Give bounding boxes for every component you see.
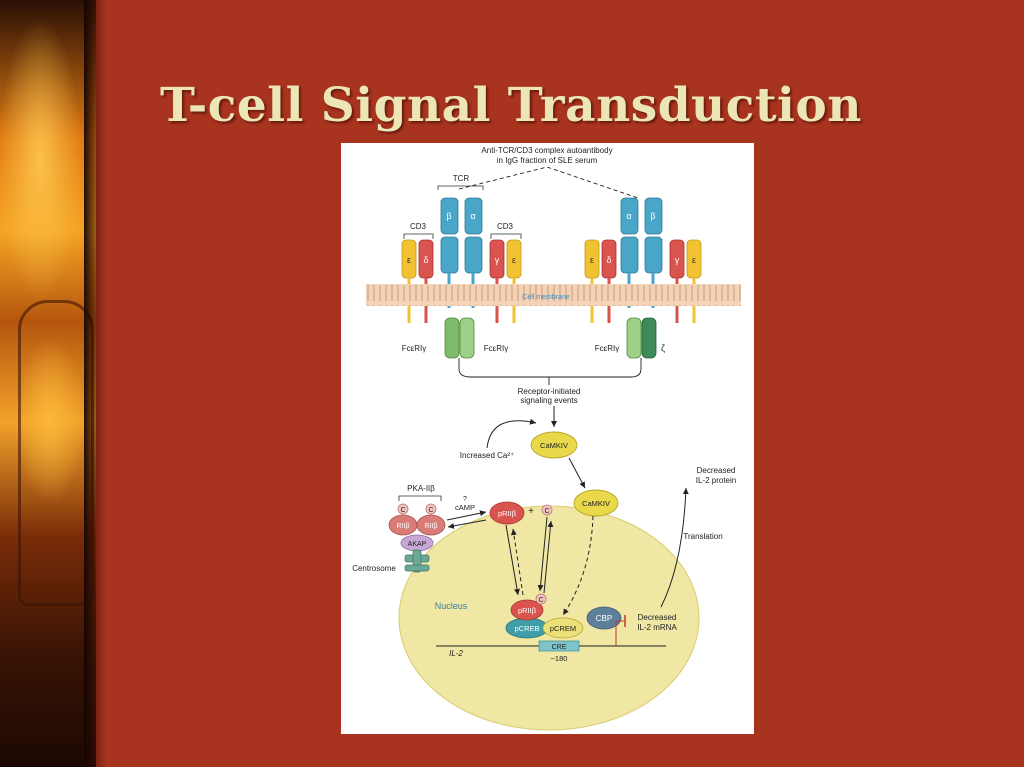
riib-right-label: RIIβ bbox=[425, 523, 438, 530]
pcreb-label: pCREB bbox=[514, 624, 539, 633]
nucleus-label: Nucleus bbox=[435, 601, 468, 611]
diagram-svg: Anti-TCR/CD3 complex autoantibody in IgG… bbox=[352, 146, 741, 731]
converging-bracket bbox=[458, 358, 642, 378]
cd3-epsilon-right: ε bbox=[590, 255, 594, 265]
pka-bracket bbox=[398, 495, 442, 501]
cbp bbox=[586, 606, 622, 630]
c-nuclear-label: C bbox=[538, 597, 543, 604]
plus-sign: + bbox=[528, 506, 534, 517]
decreased-mrna-label: Decreased bbox=[638, 613, 677, 622]
cd3-right-bracket bbox=[490, 233, 522, 239]
c-into-nucleus-arrow bbox=[537, 516, 548, 592]
cd3-epsilon-left: ε bbox=[407, 255, 411, 265]
signal-transduction-figure: Anti-TCR/CD3 complex autoantibody in IgG… bbox=[341, 143, 754, 734]
camp-arrow-back bbox=[447, 519, 487, 529]
cd3-epsilon-left-2: ε bbox=[512, 255, 516, 265]
cd3-left-chains bbox=[401, 239, 522, 323]
centrosome-label: Centrosome bbox=[352, 564, 396, 573]
strip-shadow bbox=[84, 0, 106, 767]
pka-label: PKA-IIβ bbox=[407, 484, 435, 493]
fceri-label-3: FcεRIγ bbox=[595, 344, 619, 353]
fceri-label-2: FcεRIγ bbox=[484, 344, 508, 353]
camkiv-to-pcrem-arrow bbox=[562, 515, 594, 616]
pcrem-label: pCREM bbox=[550, 624, 576, 633]
tcr-alpha-left: α bbox=[470, 211, 475, 221]
decreased-protein-label: Decreased bbox=[697, 466, 736, 475]
cd3-epsilon-right-2: ε bbox=[692, 255, 696, 265]
fceri-left bbox=[444, 317, 475, 359]
camkiv-top bbox=[530, 431, 578, 459]
cd3-delta-right: δ bbox=[606, 255, 611, 265]
decorative-candle-image bbox=[0, 0, 96, 767]
translation-arrow bbox=[660, 487, 689, 608]
inhibition-line bbox=[615, 620, 625, 646]
camp-arrow-forward bbox=[446, 510, 487, 521]
il2-gene-label: IL-2 bbox=[449, 649, 463, 658]
pka-c-left bbox=[397, 503, 409, 515]
tcr-beta-right: β bbox=[650, 211, 655, 221]
cd3-left-bracket bbox=[403, 233, 434, 239]
priib-top-label: pRIIβ bbox=[498, 509, 517, 518]
priib-top bbox=[489, 501, 525, 525]
cd3-delta-left: δ bbox=[423, 255, 428, 265]
fceri-right-zeta bbox=[626, 317, 657, 359]
pka-c-left-label: C bbox=[400, 507, 405, 514]
cd3-left-label: CD3 bbox=[410, 222, 427, 231]
autoantibody-label: Anti-TCR/CD3 complex autoantibody bbox=[481, 146, 612, 155]
camkiv-middle-label: CaMKIV bbox=[582, 499, 610, 508]
decreased-mrna-label-2: IL-2 mRNA bbox=[637, 623, 677, 632]
priib-nuclear bbox=[510, 599, 544, 621]
receptor-events-label: Receptor-initiated bbox=[518, 387, 581, 396]
autoantibody-dashed-lines bbox=[458, 166, 639, 199]
cd3-right-label: CD3 bbox=[497, 222, 514, 231]
tcr-alpha-right: α bbox=[626, 211, 631, 221]
tcr-label: TCR bbox=[453, 174, 470, 183]
centrosome-icon bbox=[404, 549, 430, 573]
receptor-events-label-2: signaling events bbox=[520, 396, 577, 405]
autoantibody-label-2: in IgG fraction of SLE serum bbox=[497, 156, 598, 165]
fceri-label-1: FcεRIγ bbox=[402, 344, 426, 353]
camp-label: cAMP bbox=[455, 503, 475, 512]
cd3-right-chains bbox=[584, 239, 702, 323]
decreased-protein-label-2: IL-2 protein bbox=[696, 476, 736, 485]
pka-c-right-label: C bbox=[428, 507, 433, 514]
pka-c-right bbox=[425, 503, 437, 515]
c-free bbox=[541, 504, 553, 516]
camkiv-middle bbox=[573, 489, 619, 517]
cell-membrane-label: Cell membrane bbox=[522, 294, 570, 301]
calcium-arrow bbox=[486, 418, 537, 449]
increased-calcium-label: Increased Ca²⁺ bbox=[460, 451, 514, 460]
akap-label: AKAP bbox=[408, 541, 427, 548]
tcr-beta-left: β bbox=[446, 211, 451, 221]
camp-question: ? bbox=[463, 496, 467, 503]
c-nuclear bbox=[535, 593, 547, 605]
tcr-bracket bbox=[437, 185, 484, 190]
pcrem bbox=[542, 617, 584, 639]
slide-title: T-cell Signal Transduction bbox=[160, 78, 862, 133]
camkiv-translocation-arrow bbox=[568, 457, 586, 489]
c-return-arrow bbox=[543, 520, 554, 594]
zeta-label: ζ bbox=[661, 343, 665, 353]
riib-left-label: RIIβ bbox=[397, 523, 410, 530]
camkiv-top-label: CaMKIV bbox=[540, 441, 568, 450]
priib-into-nucleus-arrow bbox=[505, 524, 520, 596]
cre-element bbox=[538, 640, 580, 652]
cell-membrane bbox=[366, 284, 741, 306]
cre-label: CRE bbox=[552, 644, 567, 651]
cre-position-label: −180 bbox=[551, 654, 568, 663]
cd3-gamma-left: γ bbox=[495, 255, 500, 265]
cd3-gamma-right: γ bbox=[675, 255, 680, 265]
c-free-label: C bbox=[544, 508, 549, 515]
priib-nuclear-label: pRIIβ bbox=[518, 606, 537, 615]
glass-silhouette bbox=[18, 300, 94, 606]
cbp-label: CBP bbox=[596, 614, 612, 623]
translation-label: Translation bbox=[683, 532, 722, 541]
riib-right bbox=[416, 514, 446, 536]
tcr-right-complex bbox=[620, 197, 663, 308]
